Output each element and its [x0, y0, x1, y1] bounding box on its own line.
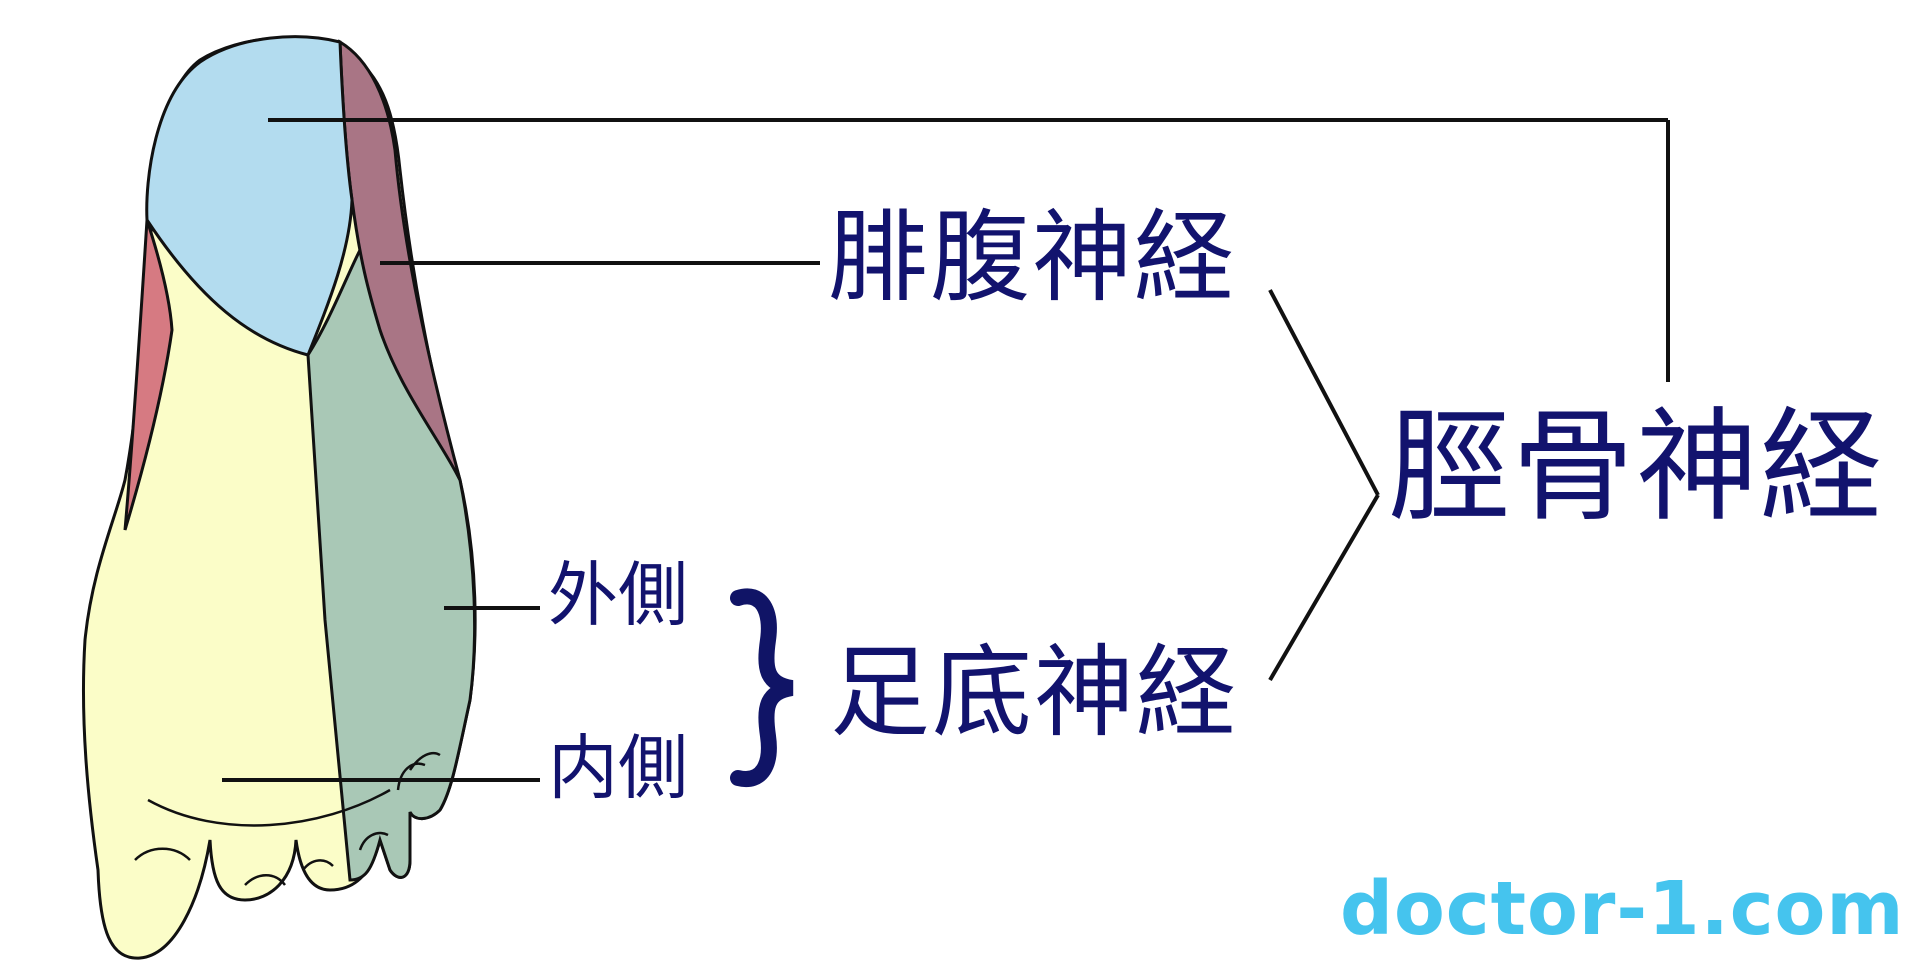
sural-branch-line [1268, 289, 1380, 496]
toe-crease [147, 788, 391, 827]
toe-crease [408, 751, 441, 771]
toe-crease [244, 874, 286, 886]
tibial-nerve-label: 脛骨神経 [1388, 396, 1884, 538]
lateral-label: 外側 [548, 554, 688, 636]
plantar-branch-line [1268, 493, 1380, 682]
toe-crease [134, 847, 191, 861]
heel-region [145, 35, 354, 357]
medial-edge-region [123, 219, 174, 531]
watermark-text: doctor-1.com [1340, 866, 1905, 952]
toe-crease [358, 831, 389, 851]
toe-crease [302, 859, 334, 871]
toe-crease [396, 762, 426, 791]
plantar-nerve-label: 足底神経 [830, 634, 1238, 751]
medial-label: 内側 [548, 727, 688, 809]
lateral-medial-brace [730, 588, 794, 788]
sural-nerve-label: 腓腹神経 [828, 199, 1236, 316]
